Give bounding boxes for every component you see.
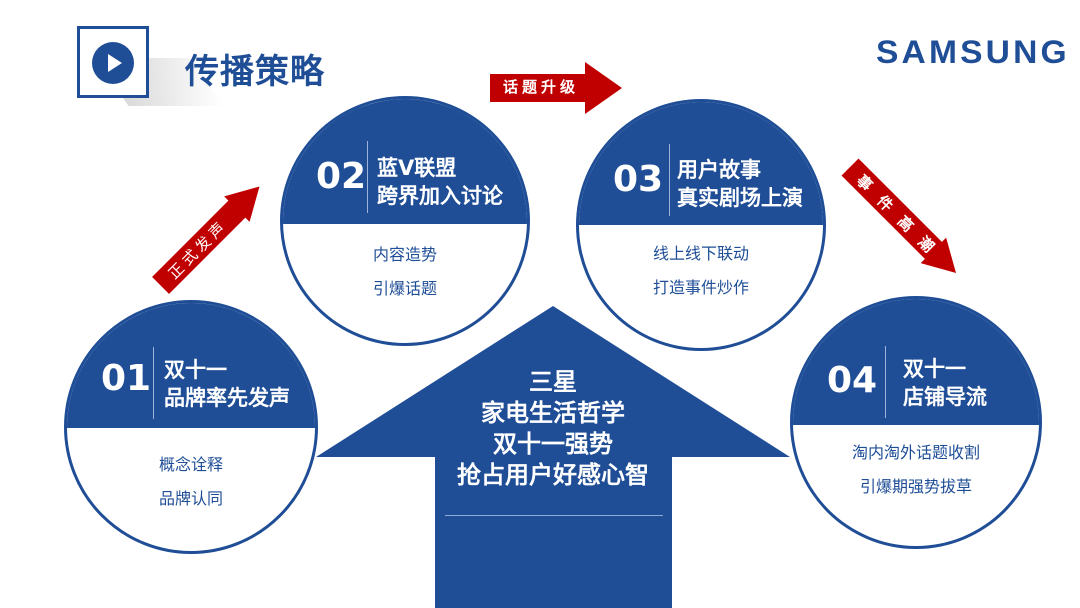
red-arrow-down-right: 事件高潮 — [837, 154, 969, 286]
step-04-body: 淘内淘外话题收割 引爆期强势拔草 — [851, 443, 980, 496]
central-divider — [445, 515, 663, 516]
central-line-4: 抢占用户好感心智 — [457, 461, 649, 489]
step-04-divider — [885, 346, 886, 418]
step-04-circle: 04 双十一 店铺导流 淘内淘外话题收割 引爆期强势拔草 — [790, 296, 1042, 549]
step-03-body: 线上线下联动 打造事件炒作 — [652, 244, 749, 297]
step-01-header-band — [67, 303, 315, 428]
step-03-title: 用户故事 真实剧场上演 — [677, 158, 803, 210]
step-03-circle: 03 用户故事 真实剧场上演 线上线下联动 打造事件炒作 — [576, 99, 826, 351]
central-line-3: 双十一强势 — [493, 430, 613, 458]
step-03-divider — [669, 144, 670, 216]
step-04-title: 双十一 店铺导流 — [903, 357, 987, 409]
central-line-1: 三星 — [529, 368, 577, 396]
step-04-header-band — [793, 299, 1039, 425]
central-message: 三星 家电生活哲学 双十一强势 抢占用户好感心智 — [380, 367, 726, 491]
title-icon-frame — [77, 26, 149, 98]
step-02-title: 蓝V联盟 跨界加入讨论 — [377, 156, 503, 208]
central-line-2: 家电生活哲学 — [481, 399, 625, 427]
step-02-header-band — [283, 99, 527, 224]
step-02-divider — [367, 141, 368, 213]
step-01-divider — [153, 347, 154, 419]
step-03-header-band — [579, 102, 823, 225]
page-title: 传播策略 — [185, 52, 325, 92]
red-arrow-down-right-icon — [841, 158, 957, 274]
step-01-number: 01 — [101, 358, 152, 399]
step-03-number: 03 — [613, 159, 664, 200]
step-01-body: 概念诠释 品牌认同 — [158, 455, 223, 508]
arrow-label-topic-upgrade: 话题升级 — [503, 78, 580, 96]
red-arrow-up-right-icon — [152, 186, 260, 294]
red-arrow-right-icon — [490, 62, 622, 114]
samsung-logo: SAMSUNG — [876, 34, 1070, 70]
play-triangle-icon — [108, 54, 122, 72]
step-02-circle: 02 蓝V联盟 跨界加入讨论 内容造势 引爆话题 — [280, 96, 530, 346]
step-01-circle: 01 双十一 品牌率先发声 概念诠释 品牌认同 — [64, 300, 318, 554]
step-01-title: 双十一 品牌率先发声 — [164, 358, 290, 410]
step-02-body: 内容造势 引爆话题 — [372, 245, 437, 298]
step-02-number: 02 — [316, 156, 367, 197]
red-arrow-up-right: 正式发声 — [148, 174, 272, 298]
step-04-number: 04 — [827, 360, 878, 401]
